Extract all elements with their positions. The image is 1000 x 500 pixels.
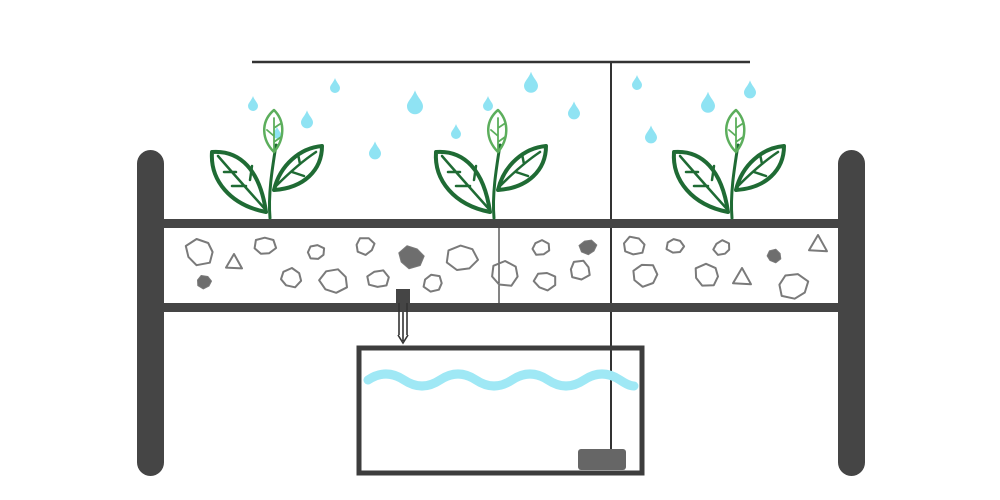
feed-line [252, 60, 750, 450]
stone [280, 267, 303, 289]
stone [445, 244, 479, 271]
left-support-post [137, 150, 164, 476]
droplet-icon [524, 71, 538, 93]
stone [808, 234, 828, 253]
stone [665, 238, 686, 254]
droplet-icon [248, 96, 258, 111]
stone [491, 260, 519, 287]
stone [398, 245, 425, 270]
stone [578, 239, 598, 256]
stone [766, 248, 782, 264]
stone [197, 275, 212, 290]
droplet-icon [330, 78, 340, 93]
droplet-icon [645, 125, 657, 144]
droplet-icon [701, 91, 715, 113]
growing-medium [184, 234, 828, 300]
sprout-icon [209, 108, 324, 220]
stone [732, 267, 752, 286]
droplet-icon [273, 126, 281, 139]
support-posts [137, 150, 865, 476]
water-surface [363, 369, 639, 391]
stone [712, 239, 731, 256]
stone [366, 269, 390, 288]
stone [253, 236, 278, 255]
droplet-icon [407, 90, 423, 115]
water-droplets [248, 71, 756, 160]
sprout-icon [433, 108, 548, 220]
stone [532, 272, 557, 292]
submersible-pump [578, 449, 626, 470]
stone [184, 238, 214, 267]
stone [623, 235, 646, 256]
stone [569, 259, 591, 281]
sprout-icon [671, 108, 786, 220]
droplet-icon [483, 96, 493, 111]
reservoir-tank [356, 345, 645, 476]
drain-pipe [396, 289, 410, 345]
droplet-icon [301, 110, 313, 129]
droplet-icon [369, 141, 381, 160]
arrow-down-icon [397, 312, 409, 345]
right-support-post [838, 150, 865, 476]
droplet-icon [632, 75, 642, 90]
stone [355, 237, 376, 256]
stone [306, 244, 326, 260]
stone [318, 268, 348, 294]
stone [225, 253, 243, 270]
droplet-icon [744, 80, 756, 99]
droplet-icon [451, 124, 461, 139]
stone [632, 263, 659, 288]
stone [778, 273, 810, 300]
stone [422, 273, 443, 293]
stone [694, 262, 719, 287]
stone [531, 239, 551, 256]
plants [209, 108, 786, 220]
droplet-icon [568, 101, 580, 120]
grow-bed [160, 219, 842, 312]
